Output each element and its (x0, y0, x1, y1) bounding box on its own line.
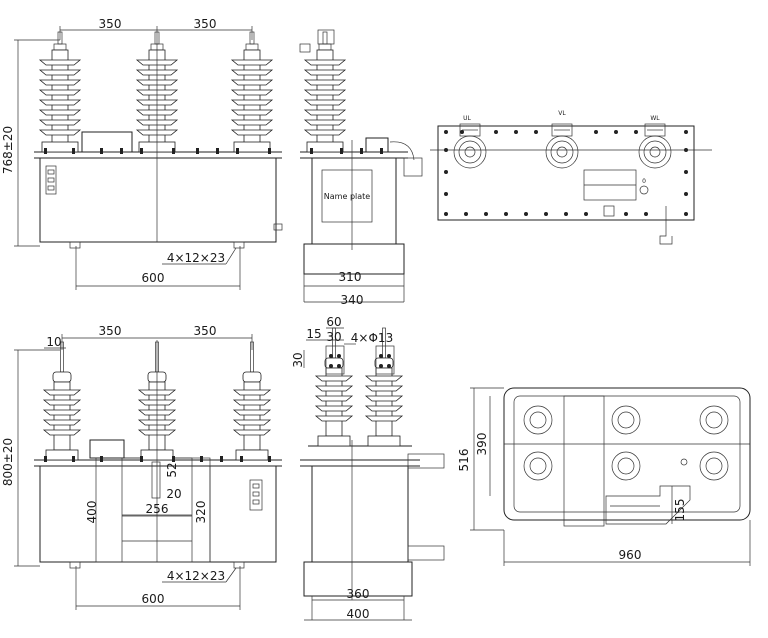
dim-foot: 600 (142, 271, 165, 285)
side-view-top: Name plate 310 340 (299, 29, 423, 307)
name-plate-label: Name plate (324, 192, 370, 201)
dim-holes: 4×12×23 (167, 251, 225, 265)
side-view-bottom: 15 60 30 30 4×Φ13 360 400 (291, 315, 445, 621)
dim-holes-b: 4×12×23 (167, 569, 225, 583)
dim-30-side: 30 (291, 352, 305, 367)
ground-mark: 0 (642, 178, 646, 185)
flange-bolts-b (44, 456, 271, 462)
lid-plate-b (503, 387, 751, 521)
dim-inner-b: 360 (347, 587, 370, 601)
dim-inner: 310 (339, 270, 362, 284)
dim-20: 20 (166, 487, 181, 501)
phase-label-b: VL (558, 110, 566, 117)
dim-outer-b: 400 (347, 607, 370, 621)
phase-label-c: WL (650, 115, 660, 122)
oil-level-gauge-b (249, 479, 263, 511)
dim-pitch-left: 350 (99, 17, 122, 31)
dim-foot-b: 600 (142, 592, 165, 606)
bushings-b (523, 405, 729, 481)
dim-holes-side: 4×Φ13 (351, 331, 393, 345)
oil-level-gauge (45, 165, 57, 195)
front-view-bottom: 350 350 10 800±20 400 52 20 256 320 600 … (1, 324, 282, 610)
dim-320: 320 (194, 501, 208, 524)
dim-155: 155 (673, 499, 687, 522)
dim-30-top: 30 (326, 330, 341, 344)
dim-516: 516 (457, 449, 471, 472)
lid-plate (437, 125, 695, 221)
dim-height: 768±20 (1, 126, 15, 174)
front-view-top: 350 350 768±20 600 4×12×23 (1, 17, 283, 290)
dim-outer: 340 (341, 293, 364, 307)
dim-52: 52 (165, 462, 179, 477)
phase-label-a: UL (463, 115, 471, 122)
tank-body-b (39, 465, 277, 563)
lid-bolts (444, 130, 688, 216)
flange-bolts (44, 148, 271, 154)
plan-view-top: UL VL WL 0 (430, 110, 712, 245)
dim-edge: 10 (46, 335, 61, 349)
dim-pitch-left-b: 350 (99, 324, 122, 338)
dim-15: 15 (306, 327, 321, 341)
name-plate (321, 169, 373, 223)
dim-400: 400 (85, 501, 99, 524)
plan-view-bottom: 516 390 155 960 (457, 387, 751, 566)
dim-960: 960 (619, 548, 642, 562)
dim-pitch-right: 350 (194, 17, 217, 31)
dim-390: 390 (475, 433, 489, 456)
dim-height-b: 800±20 (1, 438, 15, 486)
dim-60: 60 (326, 315, 341, 329)
dim-pitch-right-b: 350 (194, 324, 217, 338)
dim-256: 256 (146, 502, 169, 516)
tank-body (39, 157, 277, 243)
